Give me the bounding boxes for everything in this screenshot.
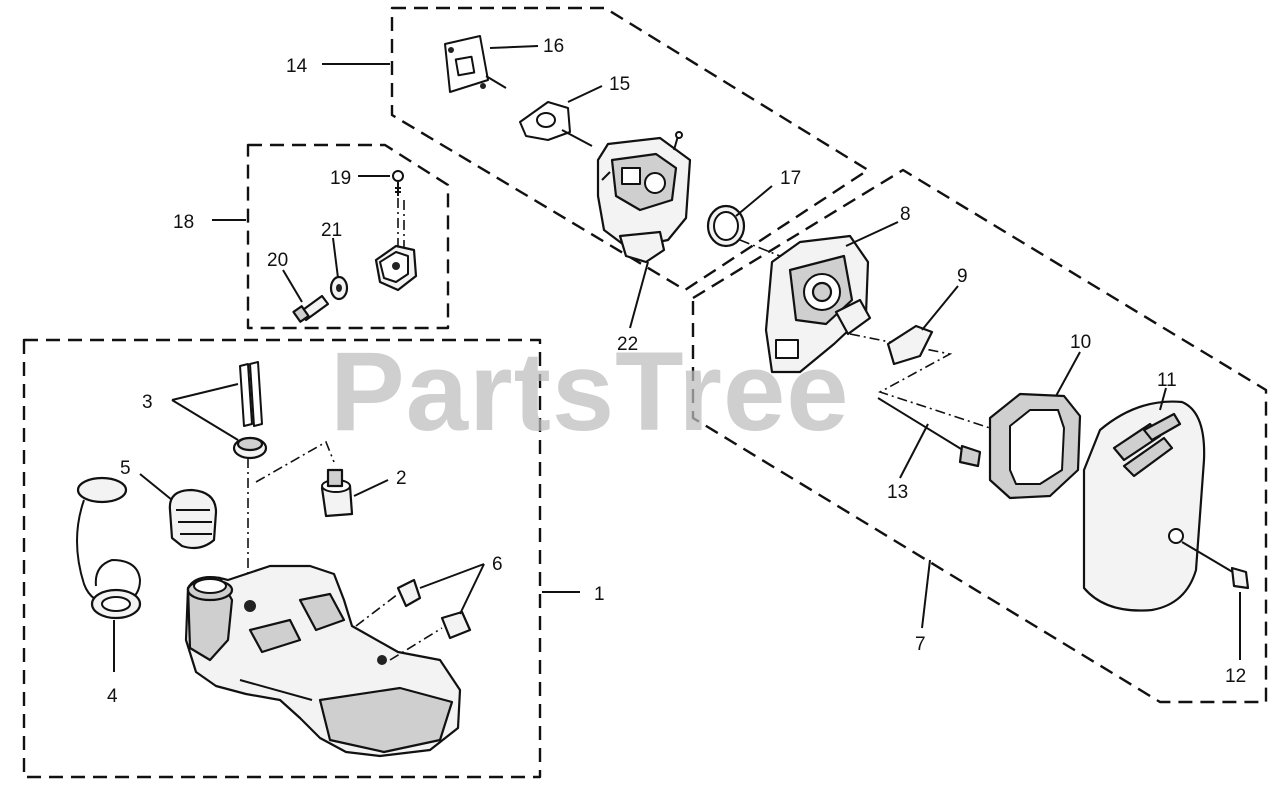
leader-6a bbox=[419, 563, 485, 589]
leader-11 bbox=[1159, 387, 1167, 411]
leader-9 bbox=[921, 285, 959, 331]
callout-19: 19 bbox=[330, 168, 351, 189]
callout-15: 15 bbox=[609, 74, 630, 95]
callout-7: 7 bbox=[915, 634, 926, 655]
gasket-16 bbox=[444, 35, 489, 93]
screw-13 bbox=[877, 397, 982, 468]
assembly-line-fuel bbox=[247, 440, 335, 600]
leader-17 bbox=[735, 185, 773, 217]
leader-6b bbox=[459, 563, 485, 615]
choke-plate-9 bbox=[886, 324, 934, 366]
assembly-line-base bbox=[739, 239, 991, 429]
fuel-filter-2 bbox=[320, 468, 354, 518]
leader-20 bbox=[282, 269, 303, 303]
screw-20 bbox=[292, 294, 330, 323]
leader-2 bbox=[353, 479, 389, 497]
group-box-air-filter-7 bbox=[691, 168, 1268, 704]
gasket-17 bbox=[706, 204, 746, 248]
carburetor-22 bbox=[596, 131, 692, 264]
callout-22: 22 bbox=[617, 334, 638, 355]
grommet-3 bbox=[232, 436, 268, 460]
leader-16b bbox=[485, 75, 507, 89]
leader-3a bbox=[171, 383, 239, 401]
callout-10: 10 bbox=[1070, 332, 1091, 353]
leader-7 bbox=[921, 559, 931, 629]
callout-14: 14 bbox=[286, 56, 308, 77]
group-box-fuel-tank-1 bbox=[22, 338, 542, 779]
callout-9: 9 bbox=[957, 266, 968, 287]
callout-12: 12 bbox=[1225, 666, 1246, 687]
callout-21: 21 bbox=[321, 220, 342, 241]
leader-15 bbox=[567, 85, 603, 103]
air-filter-cover-11 bbox=[1082, 400, 1206, 612]
gasket-15 bbox=[519, 101, 571, 141]
callout-18: 18 bbox=[173, 212, 194, 233]
leader-13 bbox=[899, 423, 929, 479]
callout-4: 4 bbox=[107, 686, 118, 707]
fuel-line-3 bbox=[239, 361, 263, 427]
callout-6: 6 bbox=[492, 554, 503, 575]
air-filter-element-10 bbox=[988, 392, 1082, 500]
callout-16: 16 bbox=[543, 36, 564, 57]
callout-3: 3 bbox=[142, 392, 153, 413]
leader-8 bbox=[845, 221, 899, 247]
callout-5: 5 bbox=[120, 458, 131, 479]
assembly-line-19 bbox=[397, 198, 405, 250]
leader-15b bbox=[561, 129, 593, 147]
fuel-tank bbox=[184, 564, 462, 758]
retainer-4 bbox=[76, 476, 142, 620]
callout-8: 8 bbox=[900, 204, 911, 225]
tank-fittings-6 bbox=[396, 578, 472, 640]
washer-21 bbox=[329, 275, 349, 301]
screw-19 bbox=[392, 170, 404, 196]
bracket-21 bbox=[374, 244, 418, 292]
callout-17: 17 bbox=[780, 168, 801, 189]
group-box-carburetor-14 bbox=[390, 6, 870, 292]
leader-3b bbox=[171, 399, 239, 441]
callout-13: 13 bbox=[887, 482, 908, 503]
air-filter-base-8 bbox=[764, 234, 872, 374]
leader-22 bbox=[629, 261, 649, 329]
callout-1: 1 bbox=[594, 584, 605, 605]
callout-11: 11 bbox=[1157, 370, 1177, 391]
fuel-cap-5 bbox=[168, 488, 218, 550]
group-box-bracket-18 bbox=[246, 143, 450, 330]
leader-10 bbox=[1055, 351, 1081, 397]
callout-20: 20 bbox=[267, 250, 288, 271]
callout-2: 2 bbox=[396, 468, 407, 489]
leader-16 bbox=[489, 45, 539, 49]
assembly-line-tank bbox=[355, 593, 443, 661]
leader-21 bbox=[332, 237, 339, 279]
screw-12 bbox=[1181, 541, 1250, 590]
leader-5 bbox=[139, 473, 173, 501]
watermark-text: PartsTree bbox=[330, 329, 850, 454]
